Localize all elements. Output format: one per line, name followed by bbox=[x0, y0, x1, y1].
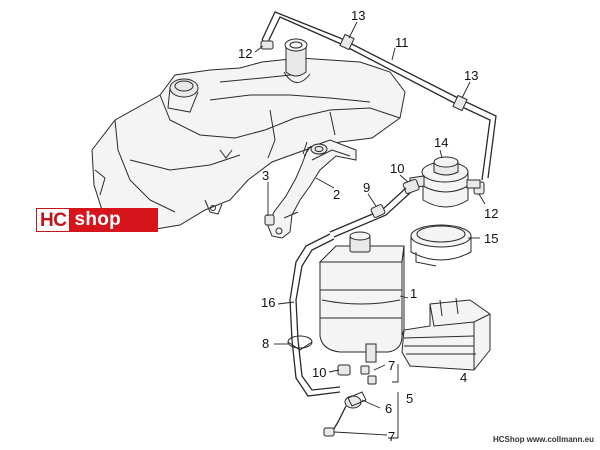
hose-fitting-7 bbox=[323, 405, 347, 437]
hose-clamp-13a bbox=[339, 33, 355, 51]
mounting-bracket-2 bbox=[267, 139, 357, 239]
footer-credit: HCShop www.collmann.eu bbox=[492, 435, 594, 444]
callout-5: 5 bbox=[406, 391, 413, 406]
callout-13-top: 13 bbox=[351, 8, 365, 23]
callout-7-lower: 7 bbox=[388, 429, 395, 444]
callout-15: 15 bbox=[484, 231, 498, 246]
callout-3: 3 bbox=[262, 168, 269, 183]
logo-shop-text: shop bbox=[70, 208, 158, 232]
callout-12-right: 12 bbox=[484, 206, 498, 221]
callout-11: 11 bbox=[395, 35, 409, 50]
fuel-tank bbox=[91, 38, 406, 231]
callout-13-right: 13 bbox=[464, 68, 478, 83]
callout-10-top: 10 bbox=[390, 161, 404, 176]
callout-7-upper: 7 bbox=[388, 358, 395, 373]
hcshop-watermark-logo: HC shop bbox=[36, 208, 158, 232]
fitting-10b bbox=[337, 364, 377, 385]
callout-10-lower: 10 bbox=[312, 365, 326, 380]
hose-end-12a bbox=[260, 40, 274, 50]
check-valve-6 bbox=[344, 391, 367, 409]
callout-8: 8 bbox=[262, 336, 269, 351]
carbon-canister-1 bbox=[318, 231, 405, 363]
callout-16: 16 bbox=[261, 295, 275, 310]
callout-2: 2 bbox=[333, 187, 340, 202]
callout-12-top: 12 bbox=[238, 46, 252, 61]
callout-14: 14 bbox=[434, 135, 448, 150]
callout-4: 4 bbox=[460, 370, 467, 385]
callout-6: 6 bbox=[385, 401, 392, 416]
bolt-3 bbox=[264, 141, 328, 226]
valve-bracket-15 bbox=[410, 224, 472, 267]
callout-9: 9 bbox=[363, 180, 370, 195]
vent-hose-16 bbox=[289, 233, 341, 397]
strap-clip-8 bbox=[287, 335, 313, 351]
hose-9 bbox=[329, 187, 411, 238]
callout-labels: 13 12 11 13 14 10 3 2 9 12 15 16 1 8 7 1… bbox=[238, 8, 498, 444]
hose-fitting-10a bbox=[402, 178, 420, 194]
callout-1: 1 bbox=[410, 286, 417, 301]
rollover-valve-14 bbox=[409, 156, 481, 208]
logo-hc-text: HC bbox=[36, 208, 71, 232]
leader-lines bbox=[254, 21, 486, 439]
canister-bracket-4 bbox=[401, 297, 491, 371]
